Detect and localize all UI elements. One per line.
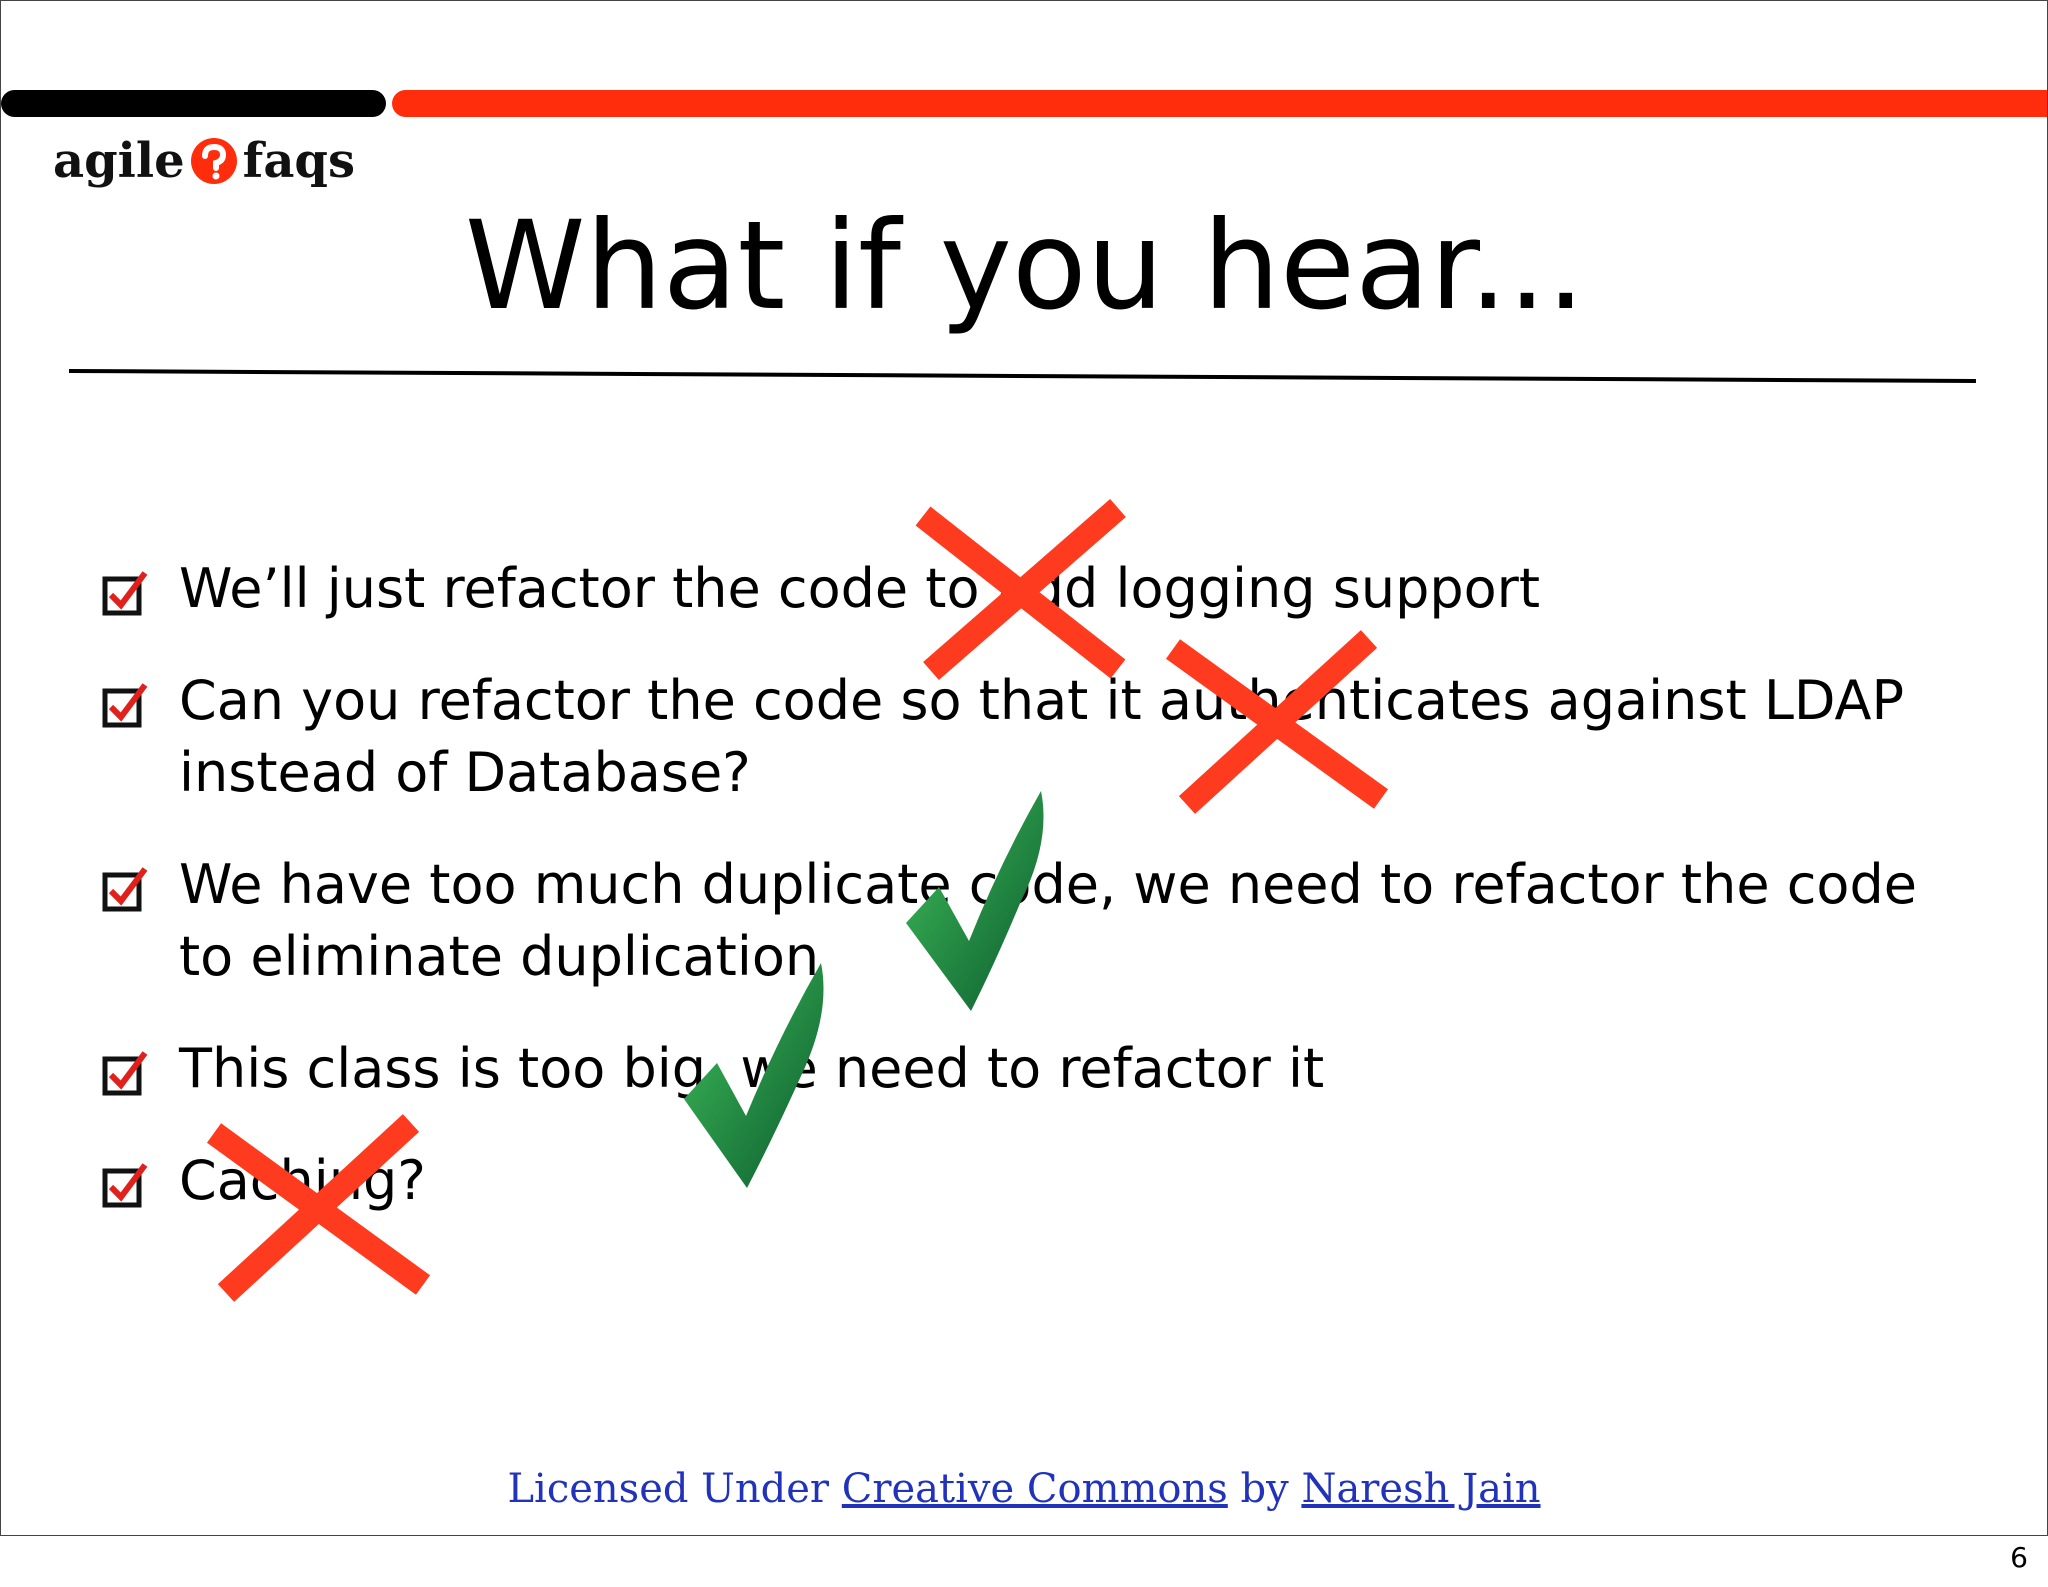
page-number: 6 [2010,1541,2028,1574]
bullet-item: We have too much duplicate code, we need… [101,849,1981,993]
footer-by: by [1240,1466,1289,1512]
slide: agile faqs What if you hear... We’ll jus… [0,0,2048,1536]
logo-left-text: agile [53,133,185,189]
checkbox-icon [102,867,148,912]
bullet-text: Can you refactor the code so that it aut… [179,669,1905,804]
footer-prefix: Licensed Under [507,1466,830,1512]
creative-commons-link[interactable]: Creative Commons [841,1466,1228,1512]
checkbox-icon [102,683,148,728]
bullet-list: We’ll just refactor the code to add logg… [101,553,1981,1257]
bullet-text: We’ll just refactor the code to add logg… [179,557,1541,620]
bullet-text: This class is too big, we need to refact… [179,1037,1325,1100]
logo-right-text: faqs [242,133,356,189]
header-bar-red [392,90,2047,117]
logo-question-icon [190,138,237,184]
checkbox-icon [102,1163,148,1208]
slide-title: What if you hear... [464,195,1586,337]
bullet-item: Caching? [101,1145,1981,1217]
bullet-text: Caching? [179,1149,426,1212]
author-link[interactable]: Naresh Jain [1301,1466,1541,1512]
bullet-item: This class is too big, we need to refact… [101,1033,1981,1105]
header-bar-black [1,90,386,117]
agile-faqs-logo: agile faqs [53,131,355,191]
bullet-item: We’ll just refactor the code to add logg… [101,553,1981,625]
bullet-text: We have too much duplicate code, we need… [179,853,1917,988]
bullet-item: Can you refactor the code so that it aut… [101,665,1981,809]
checkbox-icon [102,571,148,616]
license-footer: Licensed Under Creative Commons by Nares… [0,1466,2048,1512]
checkbox-icon [102,1051,148,1096]
title-divider [68,369,1976,383]
